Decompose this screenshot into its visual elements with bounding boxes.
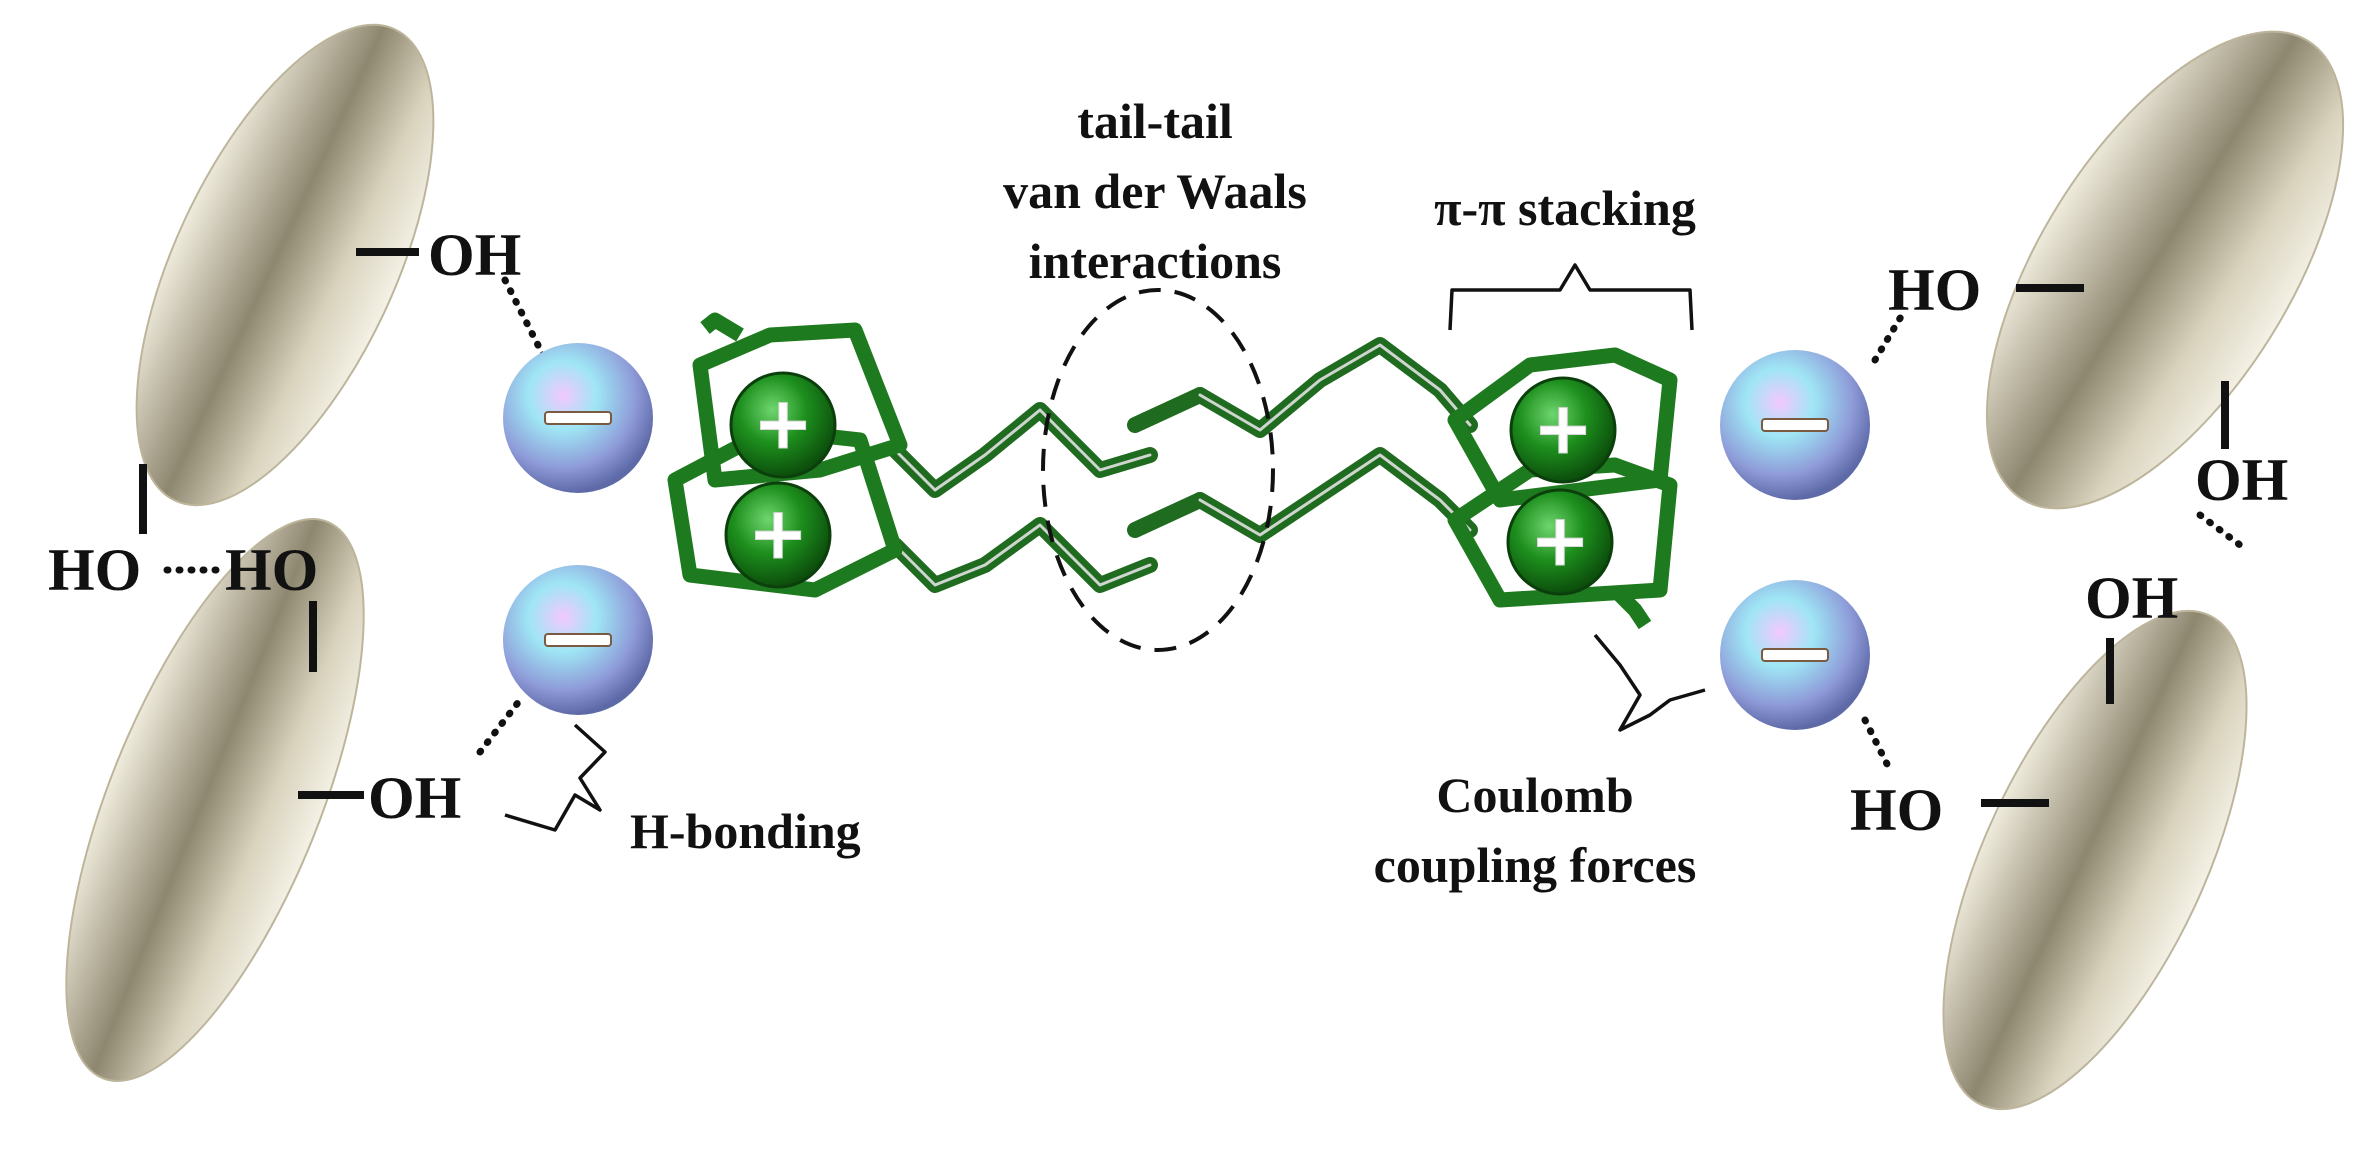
cellulose-rod-top-right-icon (1985, 30, 2345, 510)
cation-4-sign: + (1530, 498, 1590, 582)
cation-2-sign: + (748, 491, 808, 575)
label-h-bonding: H-bonding (630, 803, 861, 859)
label-tail-tail-1: tail-tail (1077, 93, 1233, 149)
anion-sphere-top-left-icon (503, 343, 653, 493)
anion-sphere-top-right-icon (1720, 350, 1870, 500)
cellulose-rod-bottom-left-icon (65, 518, 365, 1082)
label-ho-top-right: HO (1888, 257, 1981, 323)
label-coulomb-2: coupling forces (1374, 837, 1697, 893)
cation-3-sign: + (1533, 386, 1593, 470)
cation-sphere-2-icon: + (724, 481, 832, 589)
label-oh-mid-right-a: OH (2195, 447, 2288, 513)
label-oh-bottom-left: OH (368, 765, 461, 831)
anion-sign-bar (1761, 418, 1829, 432)
coulomb-bracket (1593, 633, 1706, 732)
label-oh-mid-right-b: OH (2085, 565, 2178, 631)
label-ho-mid-left-b: HO (225, 537, 318, 603)
anion-sign-bar (544, 411, 612, 425)
cation-sphere-4-icon: + (1506, 488, 1614, 596)
anion-sign-bar (544, 633, 612, 647)
label-oh-top-left: OH (428, 222, 521, 288)
label-coulomb-1: Coulomb (1436, 767, 1633, 823)
brackets (504, 263, 1706, 832)
cellulose-rod-top-left-icon (135, 23, 435, 507)
anion-sign-bar (1761, 648, 1829, 662)
hydrogen-bond-dots (163, 276, 2244, 774)
covalent-bonds (139, 248, 2229, 807)
anion-sphere-bottom-right-icon (1720, 580, 1870, 730)
alkyl-tail-chains (887, 337, 1478, 593)
h-bonding-bracket (504, 723, 607, 832)
label-ho-bottom-right: HO (1850, 777, 1943, 843)
label-ho-mid-left-a: HO (48, 537, 141, 603)
tail-tail-dashed-ellipse (1041, 288, 1275, 652)
label-pi-stacking: π-π stacking (1434, 180, 1696, 236)
cation-sphere-1-icon: + (729, 371, 837, 479)
label-tail-tail-3: interactions (1029, 233, 1282, 289)
cation-1-sign: + (753, 381, 813, 465)
cellulose-rod-bottom-right-icon (1942, 609, 2248, 1111)
pi-stacking-brace (1448, 263, 1694, 331)
cation-sphere-3-icon: + (1509, 376, 1617, 484)
label-tail-tail-2: van der Waals (1003, 163, 1307, 219)
anion-sphere-bottom-left-icon (503, 565, 653, 715)
